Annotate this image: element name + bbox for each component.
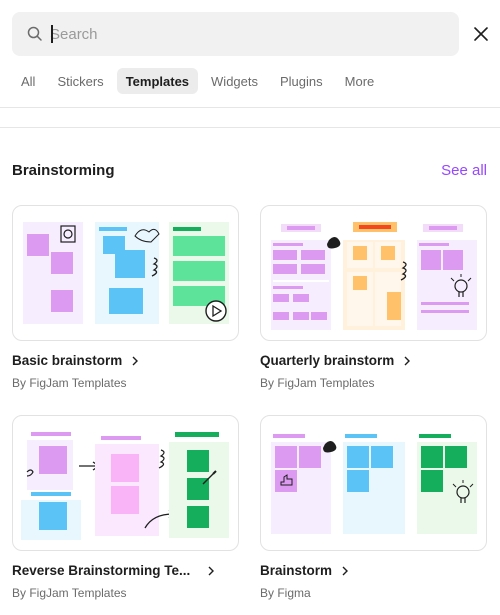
tab-templates[interactable]: Templates [116,68,199,94]
template-thumbnail [260,415,487,551]
divider [0,107,500,108]
template-title-text: Quarterly brainstorm [260,353,395,368]
template-title: Basic brainstorm [12,353,239,368]
close-icon[interactable] [470,23,492,45]
category-tabs: All Stickers Templates Widgets Plugins M… [12,68,383,96]
divider [0,127,500,128]
chevron-right-icon [132,356,139,365]
template-author: By FigJam Templates [260,376,375,390]
chevron-right-icon [404,356,411,365]
tab-more[interactable]: More [344,73,375,89]
chevron-right-icon [342,566,349,575]
template-card-quarterly-brainstorm[interactable]: Quarterly brainstorm By FigJam Templates [260,205,487,390]
template-title-text: Basic brainstorm [12,353,123,368]
search-row [12,12,488,56]
template-card-reverse-brainstorming[interactable]: Reverse Brainstorming Te... By FigJam Te… [12,415,239,600]
section-title: Brainstorming [12,162,115,179]
search-box[interactable] [12,12,459,56]
template-author: By FigJam Templates [12,586,127,600]
search-icon [27,26,42,41]
template-title: Brainstorm [260,563,487,578]
template-title-text: Brainstorm [260,563,333,578]
template-thumbnail [260,205,487,341]
search-input[interactable] [50,20,450,48]
chevron-right-icon [208,566,215,575]
tab-widgets[interactable]: Widgets [211,73,258,89]
see-all-link[interactable]: See all [441,162,487,179]
tab-stickers[interactable]: Stickers [57,73,104,89]
template-thumbnail [12,415,239,551]
template-author: By FigJam Templates [12,376,127,390]
template-card-brainstorm[interactable]: Brainstorm By Figma [260,415,487,600]
template-author: By Figma [260,586,311,600]
text-caret [51,25,53,43]
tab-plugins[interactable]: Plugins [280,73,323,89]
tab-all[interactable]: All [21,73,36,89]
template-thumbnail [12,205,239,341]
template-title: Reverse Brainstorming Te... [12,563,239,578]
template-title-text: Reverse Brainstorming Te... [12,563,191,578]
template-title: Quarterly brainstorm [260,353,487,368]
template-card-basic-brainstorm[interactable]: Basic brainstorm By FigJam Templates [12,205,239,390]
